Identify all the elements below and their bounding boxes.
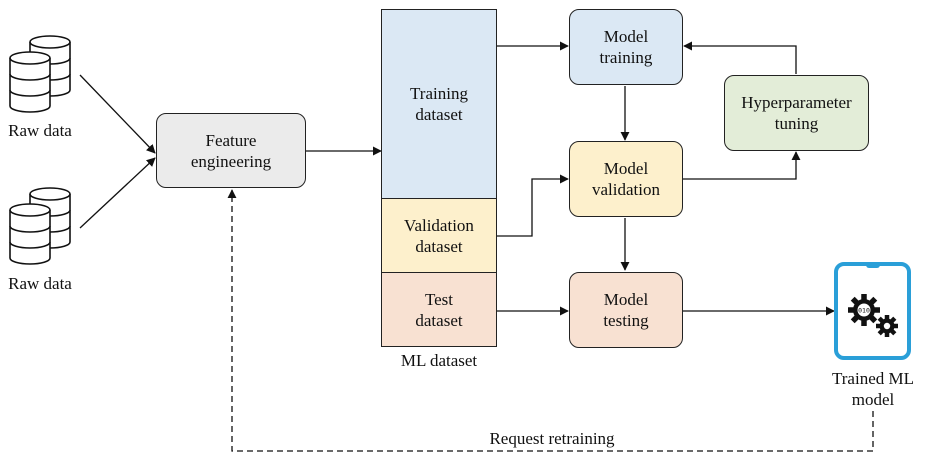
test-dataset-segment: Test dataset: [381, 272, 497, 347]
arrow-valset-to-validation: [497, 174, 569, 237]
arrow-validation-to-hyper: [683, 151, 801, 180]
arrow-raw1-to-feature: [79, 74, 156, 154]
trained-model-label: Trained ML model: [831, 369, 914, 409]
feature-engineering-label: Feature engineering: [190, 130, 272, 171]
hyperparameter-tuning-box: Hyperparameter tuning: [724, 75, 869, 151]
arrow-raw2-to-feature: [79, 157, 156, 229]
arrow-hyper-to-training: [683, 41, 797, 74]
training-dataset-label: Training dataset: [410, 84, 468, 124]
model-training-label: Model training: [599, 27, 653, 67]
ml-dataset-caption: ML dataset: [400, 351, 478, 370]
model-validation-box: Model validation: [569, 141, 683, 217]
svg-text:010: 010: [858, 307, 870, 315]
feature-engineering-box: Feature engineering: [156, 113, 306, 188]
training-dataset-segment: Training dataset: [381, 9, 497, 199]
arrow-retraining-feedback: [227, 189, 874, 452]
hyperparameter-tuning-label: Hyperparameter tuning: [741, 93, 852, 133]
test-dataset-label: Test dataset: [415, 289, 463, 330]
validation-dataset-segment: Validation dataset: [381, 198, 497, 273]
database-icon-2: [9, 187, 71, 265]
database-icon-1: [9, 35, 71, 113]
validation-dataset-label: Validation dataset: [404, 215, 474, 256]
raw-data-label-1: Raw data: [8, 121, 72, 140]
model-testing-label: Model testing: [603, 290, 649, 330]
model-validation-label: Model validation: [592, 159, 660, 199]
request-retraining-label: Request retraining: [489, 429, 615, 448]
device-notch: [865, 262, 880, 268]
model-training-box: Model training: [569, 9, 683, 85]
model-testing-box: Model testing: [569, 272, 683, 348]
raw-data-label-2: Raw data: [8, 274, 72, 293]
trained-model-device: 010: [834, 262, 911, 360]
gears-icon: 010: [848, 294, 898, 337]
